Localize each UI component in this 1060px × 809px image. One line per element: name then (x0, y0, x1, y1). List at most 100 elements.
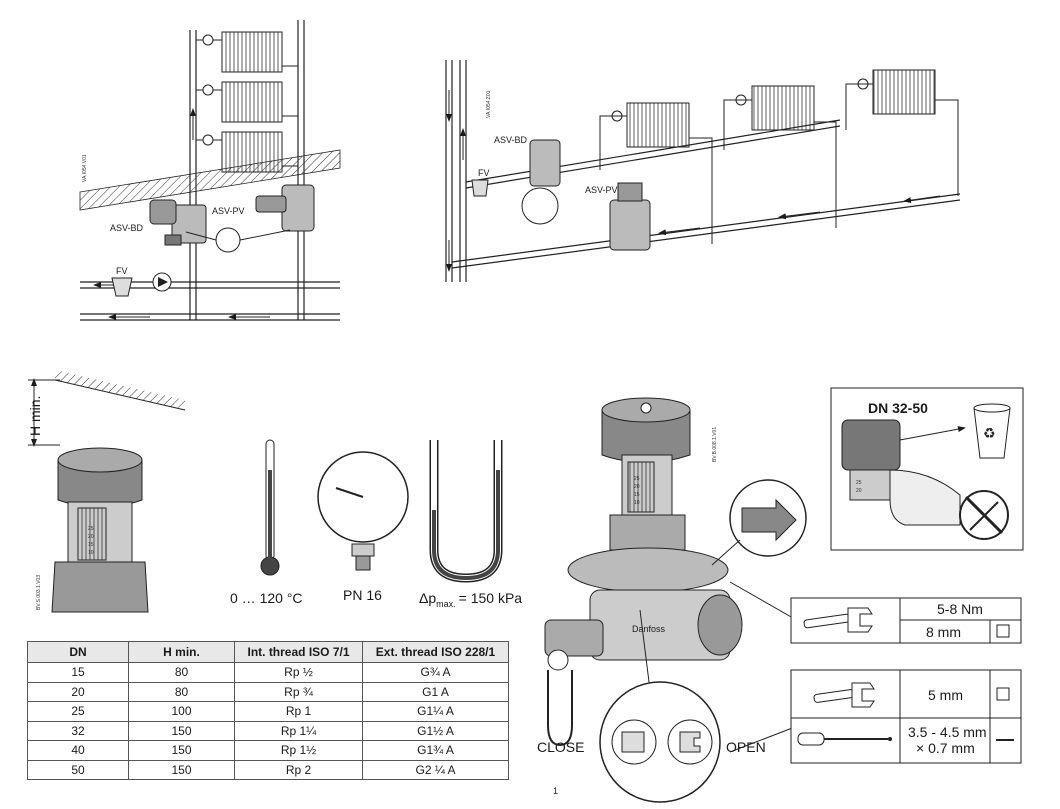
cell-dn: 25 (27, 701, 129, 722)
cell-int-thread: Rp 1½ (234, 740, 363, 761)
rotate-arrow-callout (711, 479, 807, 566)
diagram1-asv-pv-label: ASV-PV (212, 206, 245, 216)
radiator-1 (196, 31, 298, 73)
tool1-wrench-size: 8 mm (926, 624, 961, 640)
tool-box-2: 5 mm 3.5 - 4.5 mm × 0.7 mm (790, 669, 1022, 764)
close-open-detail (599, 681, 721, 803)
hmin-scale-15: 15 (88, 542, 94, 548)
cell-hmin: 150 (128, 740, 235, 761)
hmin-scale-20: 20 (88, 534, 94, 540)
radiator-5 (751, 85, 815, 131)
table-row: 15 80 Rp ½ G¾ A (27, 662, 509, 683)
asv-pv-valve-1 (255, 184, 315, 232)
asv-pv-valve-detail: 25 20 15 10 Danfoss BV.B.008.1.V01 (544, 397, 743, 747)
table-row: 50 150 Rp 2 G2 ¼ A (27, 759, 509, 780)
radiator-2 (196, 81, 298, 123)
diagram1-ref-code: VA.I054.V01 (82, 154, 88, 182)
tool-box-2-checkbox[interactable] (996, 687, 1010, 701)
cell-hmin: 80 (128, 681, 235, 702)
hmin-scale-25: 25 (88, 526, 94, 532)
col-dn: DN (27, 641, 129, 663)
tool2-screwdriver-line2: × 0.7 mm (916, 740, 975, 756)
open-label: OPEN (726, 739, 766, 755)
cell-hmin: 100 (128, 701, 235, 722)
dn-32-50-box: DN 32-50 25 20 ♻ (830, 387, 1024, 551)
hmin-scale-10: 10 (88, 550, 94, 556)
cell-dn: 40 (27, 740, 129, 761)
valve-scale-15: 15 (634, 492, 640, 498)
tool2-wrench-size: 5 mm (928, 687, 963, 703)
cell-hmin: 150 (128, 720, 235, 741)
diagram2-fv-label: FV (478, 168, 490, 178)
tool-box-1-checkbox[interactable] (996, 624, 1010, 638)
asv-bd-valve-1 (149, 199, 207, 246)
valve-scale-20: 20 (634, 484, 640, 490)
radiator-4 (626, 102, 690, 148)
thermometer-icon (260, 439, 280, 576)
dn-box-scale-25: 25 (856, 480, 862, 486)
dimension-table: DN H min. Int. thread ISO 7/1 Ext. threa… (27, 641, 509, 780)
cell-ext-thread: G1¾ A (362, 740, 509, 761)
cell-dn: 50 (27, 759, 129, 780)
cell-ext-thread: G1¼ A (362, 701, 509, 722)
cell-int-thread: Rp 1¼ (234, 720, 363, 741)
cell-dn: 32 (27, 720, 129, 741)
leader-line-1 (729, 581, 801, 623)
tool2-screwdriver-line1: 3.5 - 4.5 mm (908, 724, 987, 740)
col-ext-thread: Ext. thread ISO 228/1 (362, 641, 509, 663)
radiator-6 (872, 69, 936, 115)
diagram1-fv-label: FV (116, 266, 128, 276)
asv-pv-valve-2 (609, 199, 651, 251)
open-end-wrench-icon (803, 607, 873, 633)
screwdriver-icon (797, 732, 892, 746)
col-hmin: H min. (128, 641, 235, 663)
system-diagram-2: ASV-BD ASV-PV FV VA.I054.Z01 (445, 60, 961, 282)
footer-mark: 1 (553, 786, 558, 796)
dp-subscript: max. (436, 599, 456, 609)
col-int-thread: Int. thread ISO 7/1 (234, 641, 363, 663)
cell-int-thread: Rp ¾ (234, 681, 363, 702)
dn-box-title: DN 32-50 (868, 400, 928, 416)
table-row: 40 150 Rp 1½ G1¾ A (27, 740, 509, 761)
cell-int-thread: Rp ½ (234, 662, 363, 683)
open-end-wrench-icon-2 (813, 682, 875, 708)
close-label: CLOSE (537, 739, 584, 755)
dp-label: Δpmax.= 150 kPa (419, 590, 522, 609)
cell-dn: 15 (27, 662, 129, 683)
valve-brand-label: Danfoss (632, 624, 666, 634)
tool1-torque: 5-8 Nm (937, 601, 983, 617)
leader-line-3 (639, 609, 651, 691)
cell-hmin: 150 (128, 759, 235, 780)
diagram2-asv-bd-label: ASV-BD (494, 135, 528, 145)
temperature-range-label: 0 … 120 °C (230, 590, 303, 606)
cell-int-thread: Rp 1 (234, 701, 363, 722)
tool-box-1: 5-8 Nm 8 mm (790, 597, 1022, 644)
diagram1-asv-bd-label: ASV-BD (110, 223, 144, 233)
cell-dn: 20 (27, 681, 129, 702)
diagram2-asv-pv-label: ASV-PV (585, 185, 618, 195)
valve-scale-10: 10 (634, 500, 640, 506)
system-diagram-1: ASV-BD ASV-PV FV VA.I054.V01 (79, 20, 341, 321)
valve-ref-code: BV.B.008.1.V01 (712, 427, 718, 462)
table-row: 25 100 Rp 1 G1¼ A (27, 701, 509, 722)
hmin-detail: H min. 25 20 15 10 BV.S.003.1.V03 (27, 370, 186, 613)
leader-line-2 (729, 724, 801, 753)
cell-ext-thread: G2 ¼ A (362, 759, 509, 780)
diagram2-ref-code: VA.I054.Z01 (486, 90, 492, 118)
pressure-gauge-icon (317, 451, 409, 571)
cell-ext-thread: G¾ A (362, 662, 509, 683)
dn-box-scale-20: 20 (856, 488, 862, 494)
hmin-ref-code: BV.S.003.1.V03 (36, 575, 42, 610)
dp-value: = 150 kPa (459, 590, 523, 606)
table-header-row: DN H min. Int. thread ISO 7/1 Ext. threa… (27, 641, 509, 663)
u-tube-manometer-icon (429, 440, 503, 583)
asv-bd-valve-2 (529, 139, 561, 187)
valve-scale-25: 25 (634, 476, 640, 482)
pressure-rating-label: PN 16 (343, 587, 382, 603)
recycle-icon: ♻ (983, 426, 996, 442)
dp-prefix: Δp (419, 590, 436, 606)
cell-ext-thread: G1½ A (362, 720, 509, 741)
hmin-label: H min. (27, 396, 43, 436)
cell-int-thread: Rp 2 (234, 759, 363, 780)
